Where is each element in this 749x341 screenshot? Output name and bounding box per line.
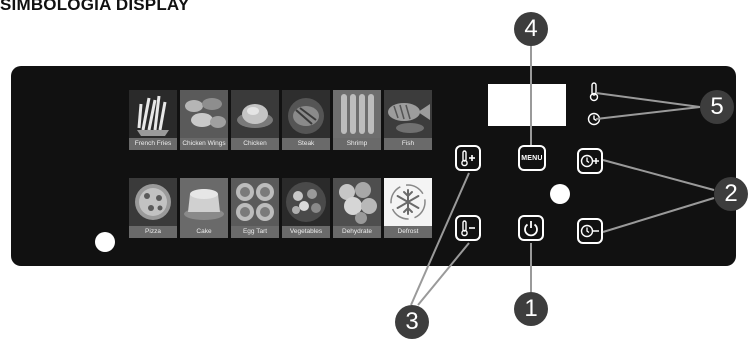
pizza-icon	[129, 178, 177, 226]
temperature-down-button[interactable]	[455, 215, 481, 241]
snowflake-icon	[384, 178, 432, 226]
dehydrate-icon	[333, 178, 381, 226]
fish-icon	[384, 90, 432, 138]
page-title: SIMBOLOGIA DISPLAY	[0, 0, 190, 14]
egg-tart-icon	[231, 178, 279, 226]
preset-label: Vegetables	[282, 226, 330, 238]
callout-3: 3	[395, 305, 429, 339]
preset-chicken-wings[interactable]: Chicken Wings	[180, 90, 228, 150]
preset-shrimp[interactable]: Shrimp	[333, 90, 381, 150]
preset-label: Chicken Wings	[180, 138, 228, 150]
preset-egg-tart[interactable]: Egg Tart	[231, 178, 279, 238]
time-up-button[interactable]	[577, 148, 603, 174]
thermometer-plus-icon	[461, 150, 475, 167]
chicken-wings-icon	[180, 90, 228, 138]
cake-icon	[180, 178, 228, 226]
preset-label: Egg Tart	[231, 226, 279, 238]
preset-steak[interactable]: Steak	[282, 90, 330, 150]
preset-cake[interactable]: Cake	[180, 178, 228, 238]
panel-indicator-dot	[95, 232, 115, 252]
preset-label: Shrimp	[333, 138, 381, 150]
preset-label: Defrost	[384, 226, 432, 238]
led-display	[488, 84, 566, 126]
thermometer-indicator-icon	[588, 82, 600, 107]
preset-label: Cake	[180, 226, 228, 238]
preset-chicken[interactable]: Chicken	[231, 90, 279, 150]
temperature-up-button[interactable]	[455, 145, 481, 171]
time-down-button[interactable]	[577, 218, 603, 244]
steak-icon	[282, 90, 330, 138]
shrimp-icon	[333, 90, 381, 138]
callout-5: 5	[700, 90, 734, 124]
clock-minus-icon	[580, 224, 599, 238]
preset-label: French Fries	[129, 138, 177, 150]
callout-1: 1	[514, 292, 548, 326]
thermometer-minus-icon	[461, 220, 475, 237]
power-button[interactable]	[518, 215, 544, 241]
french-fries-icon	[129, 90, 177, 138]
power-icon	[524, 221, 538, 237]
vegetables-icon	[282, 178, 330, 226]
preset-pizza[interactable]: Pizza	[129, 178, 177, 238]
menu-button[interactable]: MENU	[518, 145, 546, 171]
menu-label: MENU	[521, 154, 543, 162]
preset-label: Chicken	[231, 138, 279, 150]
preset-label: Fish	[384, 138, 432, 150]
preset-french-fries[interactable]: French Fries	[129, 90, 177, 150]
preset-defrost[interactable]: Defrost	[384, 178, 432, 238]
clock-plus-icon	[580, 154, 599, 168]
callout-4: 4	[514, 12, 548, 46]
preset-label: Dehydrate	[333, 226, 381, 238]
preset-label: Pizza	[129, 226, 177, 238]
callout-2: 2	[714, 177, 748, 211]
chicken-icon	[231, 90, 279, 138]
preset-dehydrate[interactable]: Dehydrate	[333, 178, 381, 238]
preset-label: Steak	[282, 138, 330, 150]
preset-vegetables[interactable]: Vegetables	[282, 178, 330, 238]
preset-fish[interactable]: Fish	[384, 90, 432, 150]
panel-indicator-dot	[550, 184, 570, 204]
